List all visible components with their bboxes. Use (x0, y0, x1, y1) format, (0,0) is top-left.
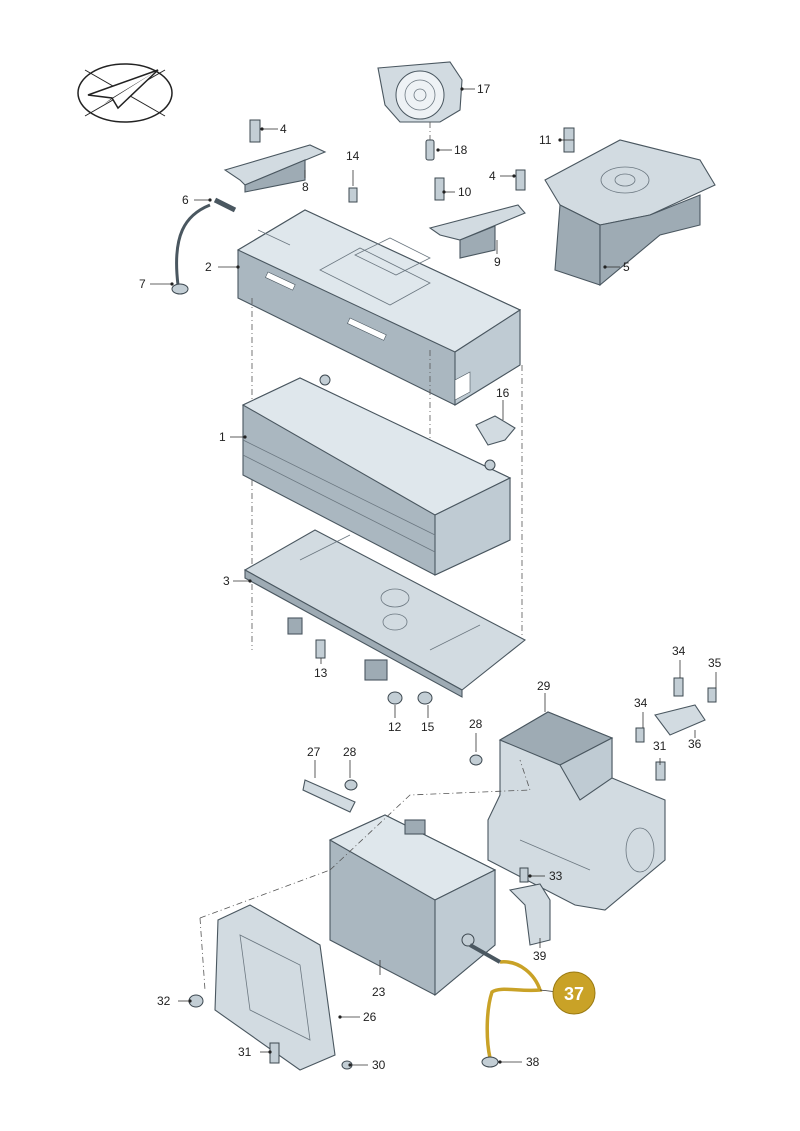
control-unit-housing (236, 209, 522, 406)
callout-label: 28 (469, 717, 483, 731)
callout-label: 2 (205, 260, 212, 274)
battery-23 (328, 814, 497, 997)
callout-label: 17 (477, 82, 491, 96)
bracket-36 (654, 704, 706, 736)
highlighted-callout[interactable]: 37 (552, 971, 596, 1015)
callout-label: 1 (219, 430, 226, 444)
callout-label: 16 (496, 386, 510, 400)
paper-plane-logo (77, 63, 173, 123)
callout-label: 33 (549, 869, 563, 883)
callout-label: 4 (489, 169, 496, 183)
bracket-26 (214, 904, 336, 1071)
callout-label: 5 (623, 260, 630, 274)
callout-label: 35 (708, 656, 722, 670)
callout-label: 10 (458, 185, 472, 199)
highlight-label: 37 (564, 984, 584, 1004)
highlight-badge[interactable] (552, 971, 596, 1015)
callout-label: 31 (238, 1045, 252, 1059)
callout-label: 18 (454, 143, 468, 157)
battery-module (241, 374, 512, 576)
connector-18 (425, 139, 435, 161)
callout-label: 34 (634, 696, 648, 710)
callout-label: 36 (688, 737, 702, 751)
callout-label: 12 (388, 720, 402, 734)
carrier-bracket-29 (487, 711, 666, 911)
screws-lower (188, 779, 358, 1070)
callout-label: 27 (307, 745, 321, 759)
bracket-16 (475, 415, 516, 446)
bracket-5 (544, 139, 716, 287)
callout-label: 30 (372, 1058, 386, 1072)
leader-dots (170, 87, 607, 1067)
callout-label: 29 (537, 679, 551, 693)
callout-label: 15 (421, 720, 435, 734)
mounting-tray (243, 529, 527, 698)
callout-label: 9 (494, 255, 501, 269)
callout-label: 39 (533, 949, 547, 963)
callout-label: 3 (223, 574, 230, 588)
ground-cable (171, 197, 237, 295)
callout-leaders (150, 88, 717, 1066)
strip-27 (302, 779, 356, 813)
callout-label: 8 (302, 180, 309, 194)
bracket-9 (428, 204, 526, 259)
bracket-8 (223, 144, 327, 193)
callout-label: 14 (346, 149, 360, 163)
callout-label: 23 (372, 985, 386, 999)
callout-label: 32 (157, 994, 171, 1008)
callout-label: 4 (280, 122, 287, 136)
callout-label: 31 (653, 739, 667, 753)
callout-label: 26 (363, 1010, 377, 1024)
highlighted-cable-37 (469, 943, 543, 1068)
callout-label: 13 (314, 666, 328, 680)
callout-label: 34 (672, 644, 686, 658)
callout-label: 11 (539, 133, 552, 147)
callout-label: 38 (526, 1055, 540, 1069)
screws-tray (315, 639, 433, 705)
callout-label: 7 (139, 277, 146, 291)
screws-right (469, 677, 717, 883)
fan-blower (377, 61, 463, 140)
callout-label: 28 (343, 745, 357, 759)
callout-label: 6 (182, 193, 189, 207)
callout-labels: 1 2 3 4 4 5 6 7 8 9 10 11 12 13 14 15 16… (139, 82, 722, 1072)
bracket-39 (508, 883, 551, 946)
